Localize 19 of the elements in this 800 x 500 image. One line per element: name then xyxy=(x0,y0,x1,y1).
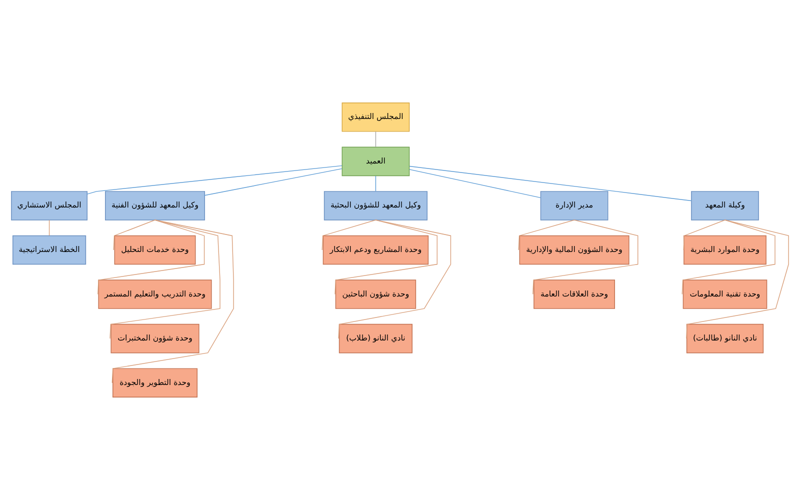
connector xyxy=(375,131,376,148)
connector xyxy=(113,220,156,250)
connector xyxy=(518,220,575,250)
connector xyxy=(204,168,342,196)
connector xyxy=(48,220,50,236)
connector xyxy=(322,220,376,250)
connector xyxy=(338,220,452,339)
connector xyxy=(409,166,692,202)
connector xyxy=(334,220,438,295)
connector xyxy=(683,220,726,250)
connector xyxy=(375,176,376,192)
connector xyxy=(682,220,776,295)
connector xyxy=(86,165,342,194)
connector xyxy=(110,220,220,339)
connector xyxy=(98,220,205,295)
connector xyxy=(686,220,789,339)
connector xyxy=(409,169,541,198)
connector xyxy=(112,220,234,384)
connector xyxy=(532,220,638,295)
